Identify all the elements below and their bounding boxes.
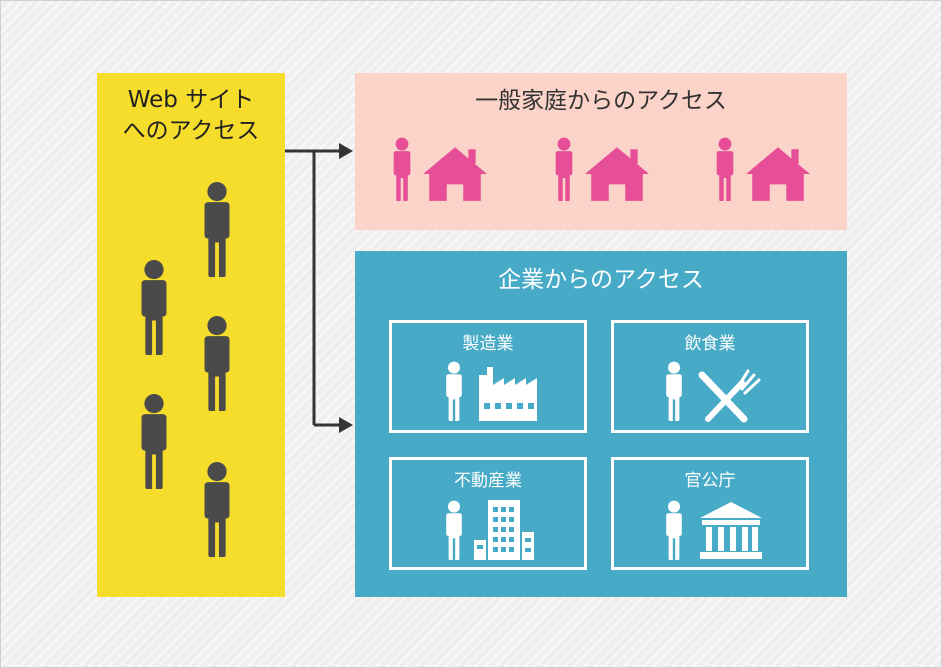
- category-label: 不動産業: [454, 471, 522, 491]
- category-restaurant: 飲食業: [611, 320, 809, 433]
- category-icons: [666, 361, 761, 423]
- category-icons: [446, 361, 537, 421]
- category-manufacturing: 製造業: [389, 320, 587, 433]
- arrow-lines: [285, 149, 341, 427]
- web-access-title-line2: へのアクセス: [122, 118, 260, 144]
- web-access-title: Web サイト へのアクセス: [97, 85, 285, 147]
- category-government: 官公庁: [611, 457, 809, 570]
- arrowhead-company: [339, 417, 353, 433]
- company-title: 企業からのアクセス: [498, 267, 704, 293]
- government-building-icon: [700, 502, 762, 559]
- household-panel: 一般家庭からのアクセス: [355, 73, 847, 230]
- fork-knife-icon: [698, 369, 761, 423]
- company-panel: 企業からのアクセス 製造業 飲食業: [355, 251, 847, 597]
- category-icons: [446, 500, 534, 560]
- category-real-estate: 不動産業: [389, 457, 587, 570]
- arrowhead-household: [339, 143, 353, 159]
- category-label: 製造業: [462, 334, 514, 354]
- category-label: 官公庁: [684, 471, 736, 491]
- factory-icon: [479, 367, 537, 421]
- web-access-title-line1: Web サイト: [127, 87, 255, 113]
- web-access-panel: Web サイト へのアクセス: [97, 73, 285, 597]
- category-label: 飲食業: [684, 334, 736, 354]
- office-building-icon: [474, 500, 534, 560]
- category-icons: [666, 500, 762, 560]
- household-title: 一般家庭からのアクセス: [475, 88, 727, 114]
